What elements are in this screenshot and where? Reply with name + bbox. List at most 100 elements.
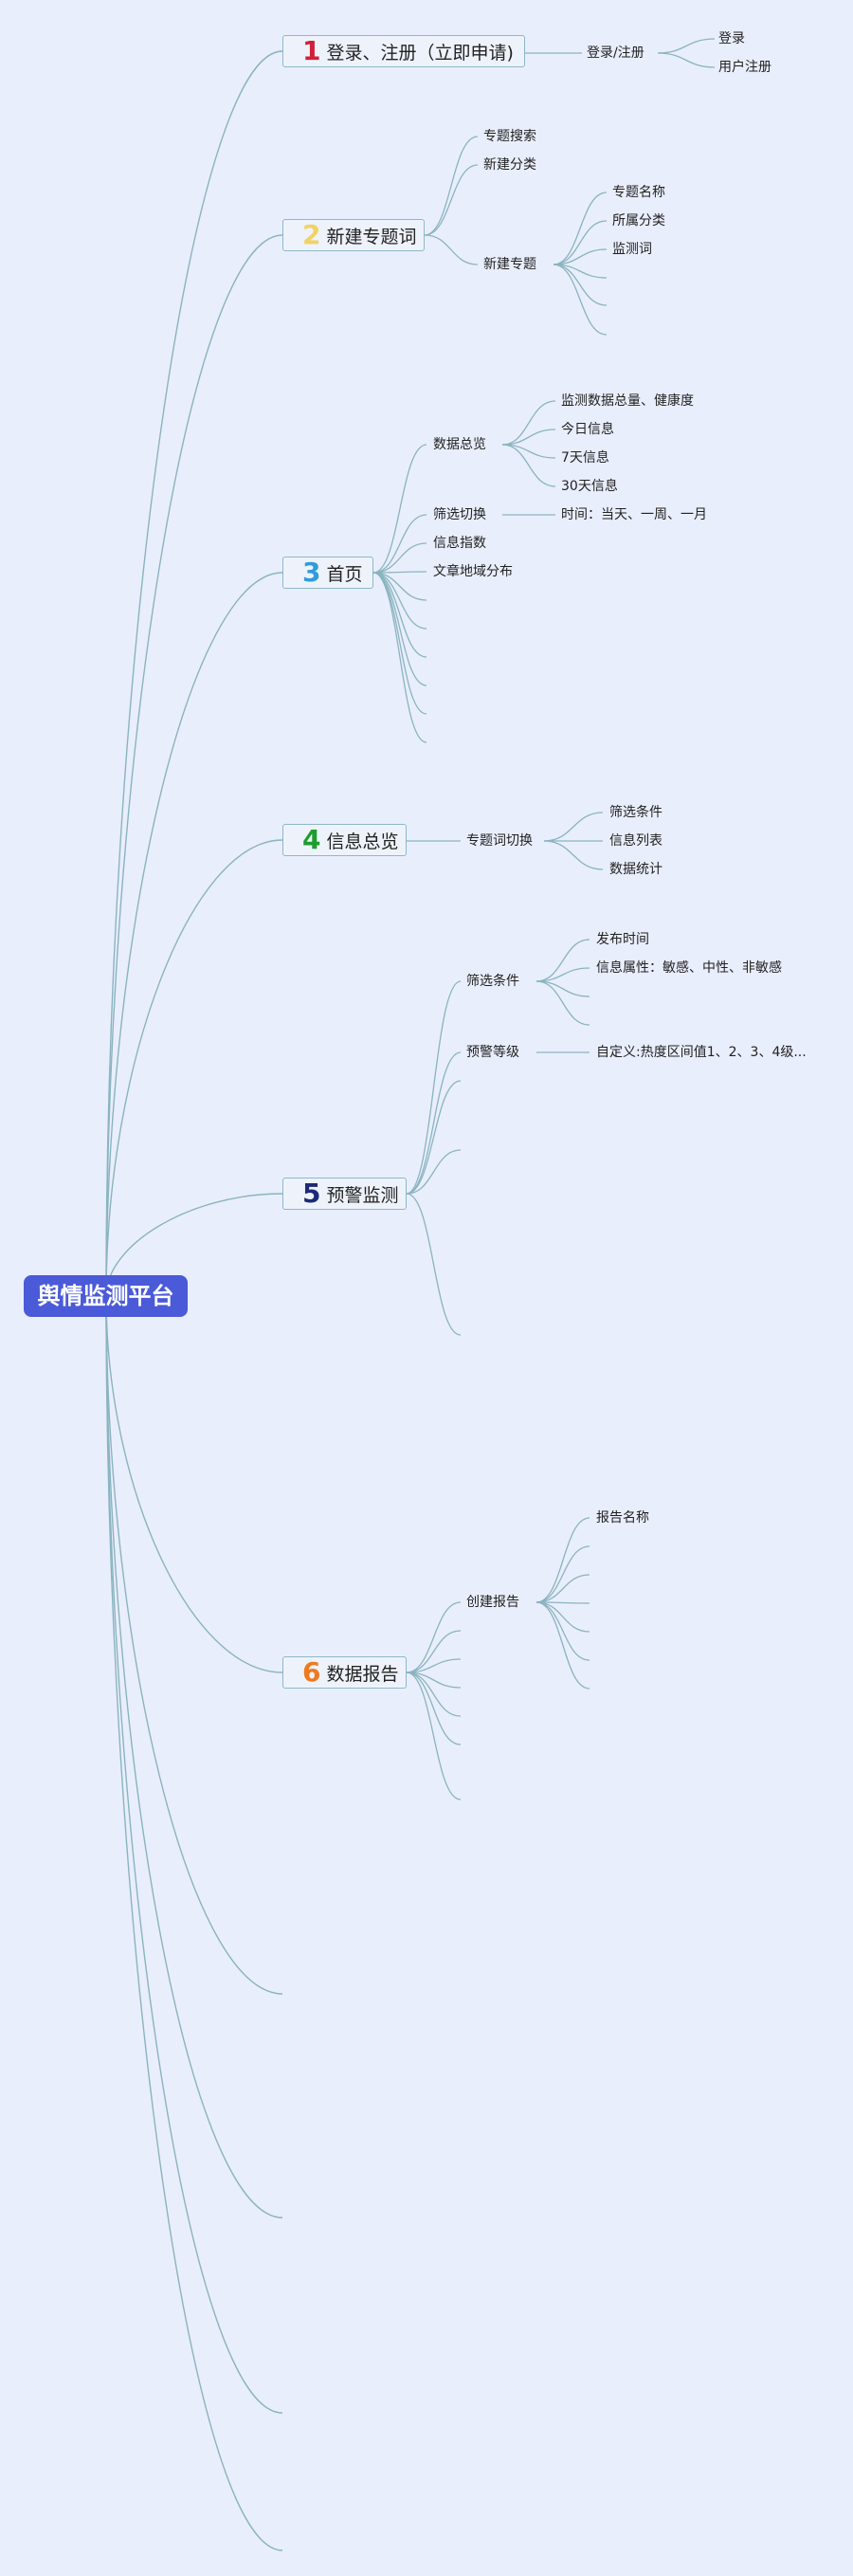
connector-line — [553, 264, 608, 336]
connector-line — [553, 220, 608, 265]
connector-line — [406, 1149, 462, 1195]
node-new-topic[interactable]: 新建专题 — [483, 257, 536, 272]
node-alert-level[interactable]: 预警等级 — [466, 1045, 519, 1060]
topic-new-topic-word[interactable]: 2 新建专题词 — [282, 219, 425, 251]
connector-line — [406, 1193, 462, 1336]
root-branch-line — [105, 1295, 283, 2551]
node-filter-cond[interactable]: 筛选条件 — [609, 805, 662, 820]
node-info-index[interactable]: 信息指数 — [433, 536, 486, 551]
connector-line — [406, 1672, 462, 1800]
connector-line — [406, 980, 462, 1195]
node-today-info[interactable]: 今日信息 — [561, 422, 614, 437]
topic-label-5: 预警监测 — [326, 1184, 399, 1206]
topic-label-4: 信息总览 — [326, 831, 399, 852]
topic-home[interactable]: 3 首页 — [282, 557, 373, 589]
node-login[interactable]: 登录 — [718, 31, 745, 46]
node-monitor-total[interactable]: 监测数据总量、健康度 — [561, 393, 694, 409]
connector-line — [372, 572, 427, 601]
connector-line — [657, 52, 716, 68]
connector-line — [535, 967, 590, 982]
node-category[interactable]: 所属分类 — [612, 213, 665, 228]
connector-line — [424, 164, 479, 236]
topic-alert-monitor[interactable]: 5 预警监测 — [282, 1178, 407, 1210]
connector-line — [543, 840, 604, 870]
connector-line — [372, 572, 427, 630]
connector-line — [553, 264, 608, 306]
connector-line — [372, 572, 427, 686]
topic-label-1: 登录、注册（立即申请) — [326, 42, 514, 64]
connector-line — [535, 1545, 590, 1603]
connector-line — [372, 572, 427, 743]
node-topic-search[interactable]: 专题搜索 — [483, 129, 536, 144]
connector-line — [535, 980, 590, 997]
topic-info-overview[interactable]: 4 信息总览 — [282, 824, 407, 856]
connector-line — [535, 1601, 590, 1633]
root-branch-line — [105, 1295, 283, 2414]
root-branch-line — [105, 1295, 283, 1995]
root-branch-line — [105, 572, 283, 1297]
topic-label-3: 首页 — [326, 563, 363, 585]
root-branch-line — [105, 1295, 283, 1673]
node-filter-switch[interactable]: 筛选切换 — [433, 507, 486, 522]
node-new-category[interactable]: 新建分类 — [483, 157, 536, 173]
node-login-register[interactable]: 登录/注册 — [587, 46, 644, 61]
node-thirty-day[interactable]: 30天信息 — [561, 479, 618, 494]
node-topic-name[interactable]: 专题名称 — [612, 185, 665, 200]
root-node[interactable]: 舆情监测平台 — [24, 1275, 188, 1317]
node-region-dist[interactable]: 文章地域分布 — [433, 564, 513, 579]
node-info-attr[interactable]: 信息属性：敏感、中性、非敏感 — [596, 960, 782, 976]
connector-line — [535, 939, 590, 982]
topic-number-6: 6 — [302, 1656, 321, 1688]
node-custom-level[interactable]: 自定义:热度区间值1、2、3、4级... — [596, 1045, 807, 1060]
connector-line — [372, 514, 427, 574]
topic-label-2: 新建专题词 — [326, 226, 417, 247]
connector-line — [406, 1630, 462, 1673]
connector-line — [535, 1517, 590, 1603]
connector-line — [501, 400, 556, 446]
root-branch-line — [105, 50, 283, 1297]
node-topic-switch[interactable]: 专题词切换 — [466, 833, 533, 849]
topic-number-3: 3 — [302, 557, 321, 588]
connector-line — [372, 444, 427, 574]
topic-number-1: 1 — [302, 35, 321, 66]
topic-login-register[interactable]: 1 登录、注册（立即申请) — [282, 35, 525, 67]
connector-line — [543, 812, 604, 842]
connector-line — [535, 980, 590, 1026]
node-report-name[interactable]: 报告名称 — [596, 1510, 649, 1526]
connector-line — [553, 248, 608, 265]
node-seven-day[interactable]: 7天信息 — [561, 450, 609, 466]
node-data-overview[interactable]: 数据总览 — [433, 437, 486, 452]
connector-line — [535, 1601, 590, 1690]
node-user-register[interactable]: 用户注册 — [718, 60, 771, 75]
connector-line — [406, 1658, 462, 1673]
node-monitor-word[interactable]: 监测词 — [612, 242, 652, 257]
topic-label-6: 数据报告 — [326, 1663, 399, 1685]
connector-line — [424, 234, 479, 265]
connector-line — [406, 1080, 462, 1195]
node-info-list[interactable]: 信息列表 — [609, 833, 662, 849]
connector-line — [406, 1672, 462, 1717]
connector-line — [657, 38, 716, 54]
connector-line — [553, 192, 608, 265]
node-data-stats[interactable]: 数据统计 — [609, 862, 662, 877]
topic-data-report[interactable]: 6 数据报告 — [282, 1656, 407, 1689]
connector-line — [406, 1601, 462, 1673]
connector-line — [406, 1051, 462, 1195]
connector-line — [501, 429, 556, 446]
node-alert-filter[interactable]: 筛选条件 — [466, 974, 519, 989]
root-branch-line — [105, 1295, 283, 2219]
root-branch-line — [105, 234, 283, 1297]
connector-line — [372, 542, 427, 574]
node-time-range[interactable]: 时间：当天、一周、一月 — [561, 507, 707, 522]
connector-line — [501, 444, 556, 487]
topic-number-2: 2 — [302, 219, 321, 250]
node-create-report[interactable]: 创建报告 — [466, 1595, 519, 1610]
topic-number-5: 5 — [302, 1178, 321, 1209]
connector-line — [424, 136, 479, 236]
connector-line — [535, 1574, 590, 1603]
topic-number-4: 4 — [302, 824, 321, 855]
connector-line — [372, 572, 427, 715]
node-pub-time[interactable]: 发布时间 — [596, 932, 649, 947]
root-branch-line — [105, 839, 283, 1297]
